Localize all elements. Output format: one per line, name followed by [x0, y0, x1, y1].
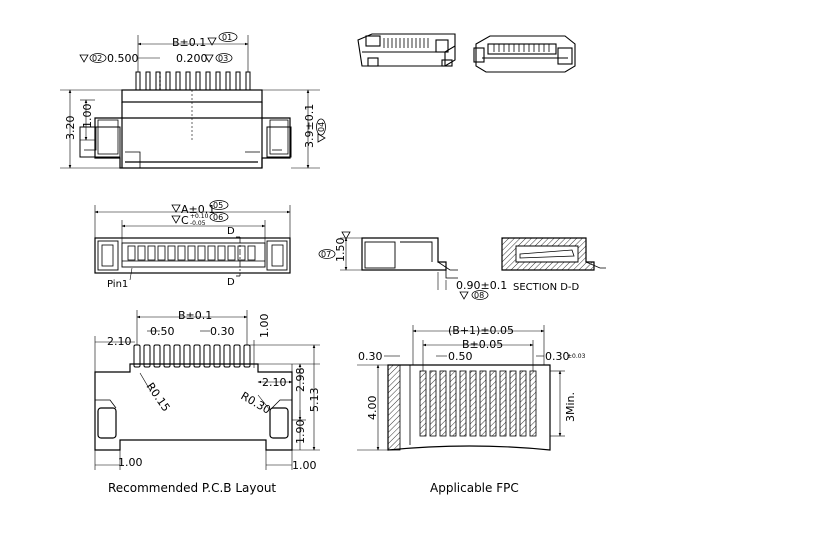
top-pitch-mid: 0.200	[176, 52, 208, 65]
section-label: SECTION D-D	[513, 282, 580, 293]
side-height-150: 1.50	[334, 238, 347, 263]
front-tol-c-plus: +0.10	[190, 213, 209, 220]
flatness-triangle-icon	[459, 291, 469, 300]
fpc	[357, 325, 565, 451]
top-height-100: 1.00	[81, 104, 94, 129]
top-height-39: 3.9±0.1	[303, 104, 316, 148]
top-view-pins	[135, 71, 251, 91]
flatness-triangle-icon	[204, 54, 214, 63]
front-section-d-bottom: D	[227, 277, 235, 288]
fpc-dim-b1: (B+1)±0.05	[448, 324, 514, 337]
front-view-slots	[127, 245, 256, 261]
front-view	[94, 205, 291, 281]
front-section-d-top: D	[227, 226, 235, 237]
front-tol-c-minus: -0.05	[190, 220, 206, 227]
side-dim-090: 0.90±0.1	[456, 279, 507, 292]
pcb-dim-100-right: 1.00	[292, 459, 317, 472]
pcb-layout	[94, 310, 320, 470]
flatness-triangle-icon	[171, 215, 181, 224]
pcb-dim-100-top: 1.00	[258, 314, 271, 339]
pcb-dim-190: 1.90	[294, 420, 307, 445]
flatness-triangle-icon	[171, 204, 181, 213]
fpc-labels: (B+1)±0.05 B±0.05 0.50 0.30 0.30 ±0.03 4…	[358, 324, 586, 422]
fpc-dim-b: B±0.05	[462, 338, 503, 351]
flatness-triangle-icon	[79, 54, 89, 63]
front-mark-05: 05	[213, 201, 223, 210]
section-view: SECTION D-D	[501, 237, 606, 293]
flatness-triangle-icon	[207, 37, 217, 46]
pcb-dim-b: B±0.1	[178, 309, 212, 322]
top-view-labels: B±0.1 01 02 0.500 0.200 03 3.20 1.00 3.9…	[64, 32, 326, 148]
pcb-dim-513: 5.13	[308, 388, 321, 413]
side-mark-08: 08	[474, 291, 484, 300]
flatness-triangle-icon	[341, 231, 351, 240]
fpc-caption: Applicable FPC	[430, 481, 519, 495]
top-view	[60, 35, 320, 169]
top-mark-03: 03	[218, 54, 228, 63]
fpc-dim-030-left: 0.30	[358, 350, 383, 363]
pcb-dim-298: 2.98	[294, 368, 307, 393]
pcb-dim-050: 0.50	[150, 325, 175, 338]
top-mark-01: 01	[222, 33, 232, 42]
pcb-dim-r030: R0.30	[239, 389, 273, 416]
side-view	[340, 237, 458, 290]
front-dim-c: C	[181, 214, 189, 227]
fpc-dim-400: 4.00	[366, 396, 379, 421]
front-dim-a: A±0.1	[181, 203, 215, 216]
pcb-dim-210-top: 2.10	[107, 335, 132, 348]
top-pitch-left: 0.500	[107, 52, 139, 65]
front-mark-06: 06	[213, 213, 223, 222]
fpc-dim-030-right: 0.30	[545, 350, 570, 363]
pcb-layout-labels: B±0.1 2.10 0.50 0.30 1.00 2.10 2.98 5.13…	[107, 309, 321, 472]
flatness-triangle-icon	[317, 133, 326, 143]
front-pin1: Pin1	[107, 279, 128, 290]
fpc-fingers	[419, 370, 537, 437]
top-dim-b: B±0.1	[172, 36, 206, 49]
isometric-view-left	[357, 33, 456, 67]
fpc-tol-030-right: ±0.03	[567, 353, 586, 360]
fpc-dim-3min: 3Min.	[564, 392, 577, 422]
fpc-dim-050: 0.50	[448, 350, 473, 363]
pcb-dim-r015: R0.15	[144, 380, 173, 414]
isometric-view-right	[473, 35, 576, 73]
top-mark-02: 02	[92, 54, 102, 63]
pcb-dim-030: 0.30	[210, 325, 235, 338]
top-height-320: 3.20	[64, 116, 77, 141]
top-mark-04: 04	[317, 122, 326, 132]
side-mark-07: 07	[321, 250, 331, 259]
pcb-dim-100-left: 1.00	[118, 456, 143, 469]
pcb-dim-210-right: 2.10	[262, 376, 287, 389]
front-view-labels: A±0.1 05 C +0.10 -0.05 06 D D Pin1	[107, 200, 235, 290]
pcb-layout-caption: Recommended P.C.B Layout	[108, 481, 277, 495]
side-view-labels: 07 1.50 0.90±0.1 08	[318, 231, 507, 300]
